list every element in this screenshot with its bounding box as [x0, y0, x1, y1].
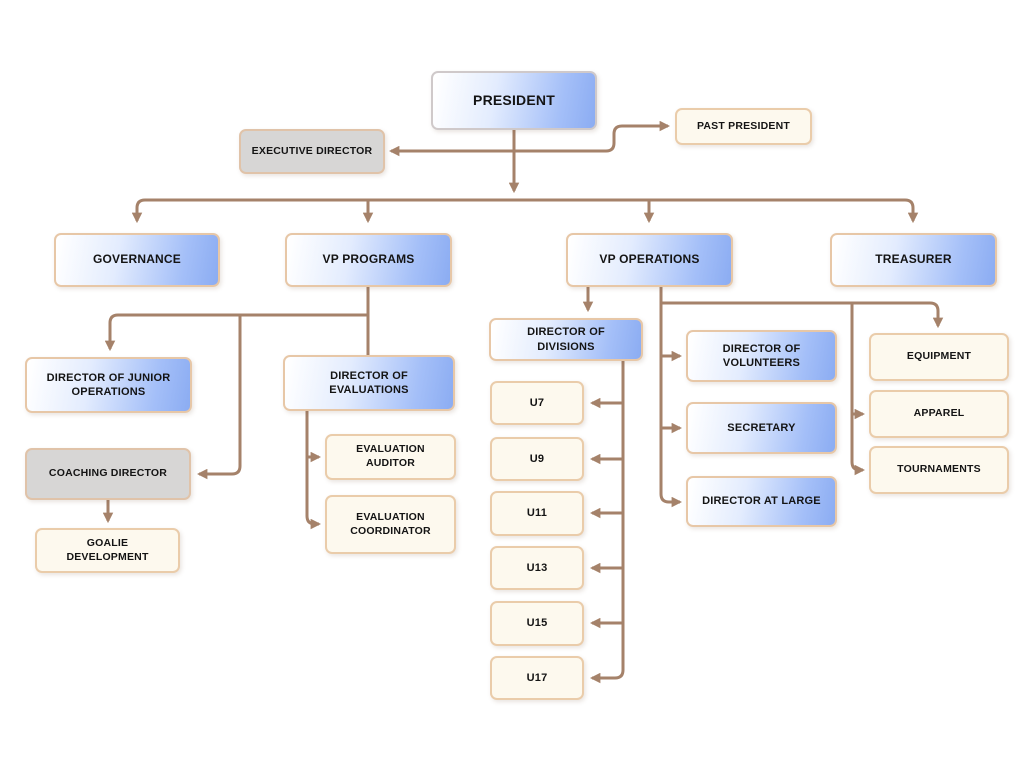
node-u15: U15 — [490, 601, 584, 646]
connector-drop-treasurer — [904, 198, 919, 224]
connector-drop-governance — [131, 198, 146, 224]
connector-exec-director-past-president — [388, 120, 671, 157]
node-governance: GOVERNANCE — [54, 233, 220, 287]
node-executive-director: EXECUTIVE DIRECTOR — [239, 129, 385, 174]
connector-divisions-spine — [589, 361, 625, 684]
node-apparel: APPAREL — [869, 390, 1009, 438]
node-equipment: EQUIPMENT — [869, 333, 1009, 381]
node-secretary: SECRETARY — [686, 402, 837, 454]
node-goalie-development: GOALIE DEVELOPMENT — [35, 528, 180, 573]
node-president: PRESIDENT — [431, 71, 597, 130]
connector-to-evaluation-coordinator — [305, 411, 322, 530]
connector-to-tournaments — [850, 303, 866, 476]
connector-to-junior-operations — [104, 313, 368, 352]
node-director-evaluations: DIRECTOR OF EVALUATIONS — [283, 355, 455, 411]
node-evaluation-coordinator: EVALUATION COORDINATOR — [325, 495, 456, 554]
connector-vp-operations-spine — [659, 287, 683, 508]
connector-to-equipment — [661, 301, 944, 329]
node-vp-programs: VP PROGRAMS — [285, 233, 452, 287]
node-coaching-director: COACHING DIRECTOR — [25, 448, 191, 500]
node-evaluation-auditor: EVALUATION AUDITOR — [325, 434, 456, 480]
node-u11: U11 — [490, 491, 584, 536]
node-director-at-large: DIRECTOR AT LARGE — [686, 476, 837, 527]
node-u9: U9 — [490, 437, 584, 481]
node-treasurer: TREASURER — [830, 233, 997, 287]
node-vp-operations: VP OPERATIONS — [566, 233, 733, 287]
node-u7: U7 — [490, 381, 584, 425]
node-director-volunteers: DIRECTOR OF VOLUNTEERS — [686, 330, 837, 382]
node-past-president: PAST PRESIDENT — [675, 108, 812, 145]
node-tournaments: TOURNAMENTS — [869, 446, 1009, 494]
connector-to-coaching-director — [196, 315, 242, 480]
node-u13: U13 — [490, 546, 584, 590]
node-director-divisions: DIRECTOR OF DIVISIONS — [489, 318, 643, 361]
node-u17: U17 — [490, 656, 584, 700]
node-director-junior-operations: DIRECTOR OF JUNIOR OPERATIONS — [25, 357, 192, 413]
